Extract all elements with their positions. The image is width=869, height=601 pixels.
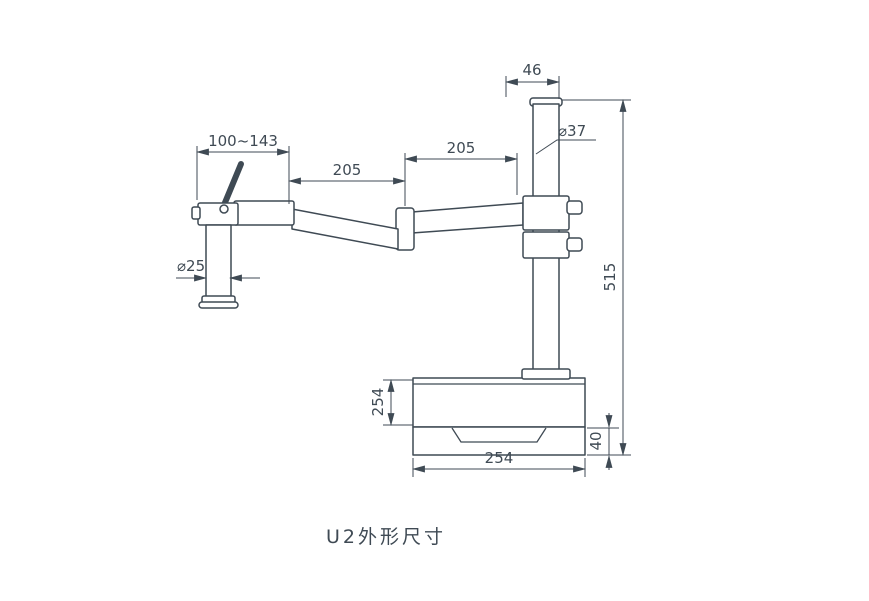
clamp-upper-block bbox=[522, 195, 570, 231]
dim-holder-diameter-label: ⌀25 bbox=[177, 257, 205, 275]
dim-arm-rear: 205 bbox=[403, 139, 519, 195]
clamp-knob-upper bbox=[566, 200, 583, 215]
dim-arm-front-label: 205 bbox=[333, 161, 362, 179]
base-groove bbox=[451, 427, 547, 443]
dim-base-thickness-label: 40 bbox=[587, 431, 605, 450]
dim-base-width-label: 254 bbox=[485, 449, 514, 467]
articulated-arm bbox=[233, 200, 524, 251]
clamp-knob-lower bbox=[566, 237, 583, 252]
pillar-clamp bbox=[522, 195, 583, 259]
dim-top-width-label: 46 bbox=[522, 61, 541, 79]
dim-holder-diameter: ⌀25 bbox=[176, 257, 260, 282]
holder-side-knob bbox=[191, 206, 201, 220]
dim-base-depth-label: 254 bbox=[369, 388, 387, 417]
pillar-base-flange bbox=[521, 368, 571, 380]
holder-foot-lower bbox=[198, 301, 239, 309]
base-lower-block bbox=[412, 426, 586, 456]
dim-head-travel: 100~143 bbox=[195, 132, 291, 204]
base-main-block bbox=[412, 377, 586, 428]
dim-column-height-label: 515 bbox=[601, 263, 619, 292]
holder-collar bbox=[197, 202, 239, 226]
head-holder bbox=[191, 161, 244, 309]
base bbox=[412, 368, 586, 456]
arm-front-segment bbox=[291, 208, 399, 250]
clamp-lower-block bbox=[522, 231, 570, 259]
dim-arm-front: 205 bbox=[287, 153, 407, 206]
dim-arm-rear-label: 205 bbox=[447, 139, 476, 157]
arm-rear-segment bbox=[411, 202, 524, 234]
leader-line bbox=[535, 139, 596, 155]
dim-column-height: 515 bbox=[562, 98, 631, 457]
holder-column bbox=[205, 224, 232, 298]
dim-pillar-diameter-label: ⌀37 bbox=[558, 122, 586, 140]
dim-head-travel-label: 100~143 bbox=[208, 132, 278, 150]
dim-top-width: 46 bbox=[504, 61, 561, 99]
dim-base-width: 254 bbox=[411, 449, 587, 477]
dim-pillar-diameter: ⌀37 bbox=[535, 122, 596, 155]
drawing-caption: U2外形尺寸 bbox=[326, 526, 446, 548]
tilt-handle bbox=[221, 161, 244, 208]
dim-base-thickness: 40 bbox=[587, 413, 619, 470]
arm-head-bracket bbox=[233, 200, 295, 226]
handle-pivot bbox=[219, 204, 229, 214]
dim-base-depth: 254 bbox=[369, 378, 413, 427]
